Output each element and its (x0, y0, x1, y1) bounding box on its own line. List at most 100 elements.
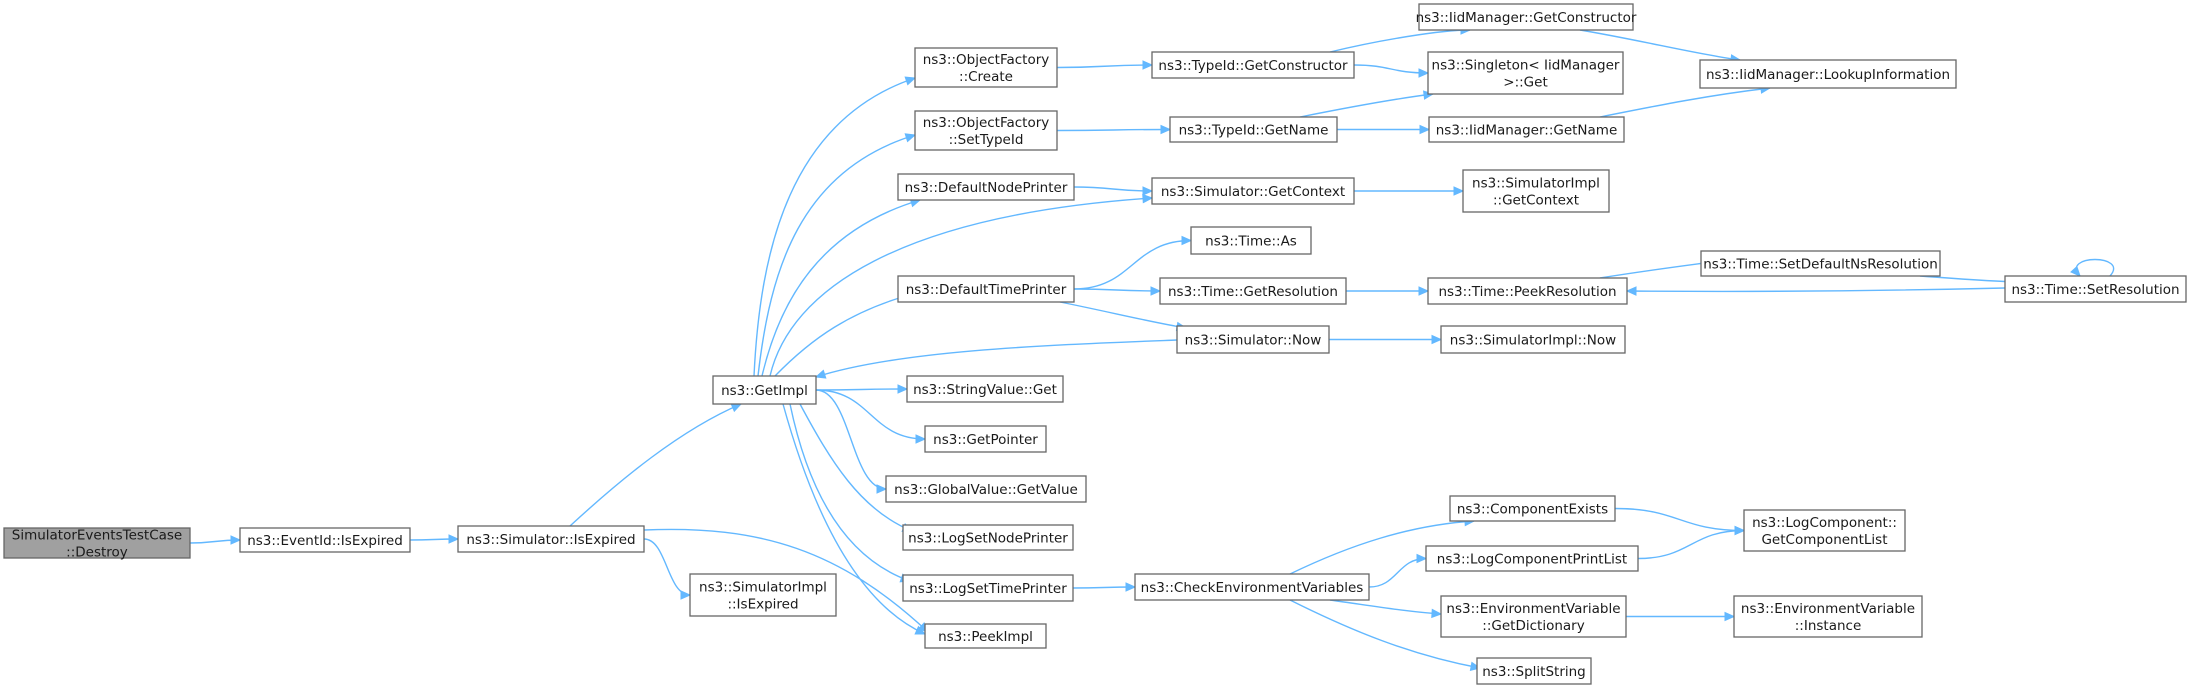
node-iid-getname[interactable]: ns3::IidManager::GetName (1428, 116, 1625, 143)
edge-arrowhead (1160, 124, 1172, 135)
edge-line (753, 77, 916, 377)
node-simimpl-getcontext[interactable]: ns3::SimulatorImpl::GetContext (1462, 169, 1610, 213)
node-typeid-getname[interactable]: ns3::TypeId::GetName (1169, 116, 1338, 143)
node-eventid-isexpired[interactable]: ns3::EventId::IsExpired (239, 527, 411, 553)
node-box (914, 110, 1058, 151)
node-logsetnodeprinter[interactable]: ns3::LogSetNodePrinter (902, 524, 1074, 551)
node-iid-getconstructor[interactable]: ns3::IidManager::GetConstructor (1416, 3, 1637, 31)
edge-line (569, 403, 742, 527)
edge-typeid_getname-to-singleton_get (1299, 90, 1435, 118)
node-label: ::SetTypeId (949, 132, 1024, 148)
node-sim-getcontext[interactable]: ns3::Simulator::GetContext (1151, 177, 1355, 205)
edge-arrowhead (914, 625, 927, 635)
node-box (1427, 51, 1624, 95)
node-label: ns3::GlobalValue::GetValue (894, 482, 1078, 498)
node-envvar-getdictionary[interactable]: ns3::EnvironmentVariable::GetDictionary (1440, 595, 1627, 638)
node-box (897, 173, 1075, 201)
node-time-setdefaultnsresolution[interactable]: ns3::Time::SetDefaultNsResolution (1700, 250, 1941, 277)
node-box (1151, 177, 1355, 205)
edge-arrowhead (1181, 235, 1193, 246)
node-box (1699, 59, 1957, 89)
node-splitstring[interactable]: ns3::SplitString (1476, 657, 1592, 685)
edge-line (1059, 301, 1187, 329)
node-label: ns3::TypeId::GetConstructor (1158, 58, 1348, 74)
node-box (1449, 495, 1616, 522)
node-iid-lookupinformation[interactable]: ns3::IidManager::LookupInformation (1699, 59, 1957, 89)
node-of-settypeid[interactable]: ns3::ObjectFactory::SetTypeId (914, 110, 1058, 151)
edge-sim_now-to-getimpl (814, 339, 1178, 379)
edge-getimpl-to-sim_getcontext (769, 193, 1154, 377)
edge-deftimeprinter-to-time_as (1073, 235, 1193, 290)
node-of-create[interactable]: ns3::ObjectFactory::Create (914, 47, 1058, 88)
edge-sim_getcontext-to-simimpl_getcontext (1354, 186, 1465, 196)
node-box (885, 475, 1087, 503)
node-getimpl[interactable]: ns3::GetImpl (712, 375, 817, 405)
node-logcomponent-getcomponentlist[interactable]: ns3::LogComponent::GetComponentList (1743, 509, 1906, 552)
node-label: ns3::LogSetNodePrinter (908, 531, 1068, 547)
node-globalvalue-getvalue[interactable]: ns3::GlobalValue::GetValue (885, 475, 1087, 503)
node-label: ns3::LogComponent:: (1752, 515, 1897, 531)
node-checkenv[interactable]: ns3::CheckEnvironmentVariables (1134, 573, 1370, 601)
node-box (457, 525, 645, 553)
edge-eventid_isexpired-to-sim_isexpired (409, 534, 460, 544)
node-label: ns3::GetImpl (721, 383, 808, 399)
node-box (1428, 116, 1625, 143)
node-defnodeprinter[interactable]: ns3::DefaultNodePrinter (897, 173, 1075, 201)
node-typeid-getconstructor[interactable]: ns3::TypeId::GetConstructor (1151, 51, 1355, 79)
edge-line (1073, 239, 1192, 290)
node-peekimpl[interactable]: ns3::PeekImpl (924, 623, 1047, 649)
edge-line (1056, 64, 1153, 69)
node-deftimeprinter[interactable]: ns3::DefaultTimePrinter (897, 275, 1075, 303)
node-simimpl-now[interactable]: ns3::SimulatorImpl::Now (1440, 325, 1626, 354)
node-label: SimulatorEventsTestCase (12, 528, 182, 544)
node-label: GetComponentList (1761, 532, 1887, 548)
edge-deftimeprinter-to-time_getresolution (1073, 286, 1162, 296)
node-destroy[interactable]: SimulatorEventsTestCase::Destroy (3, 527, 191, 561)
node-time-as[interactable]: ns3::Time::As (1190, 226, 1312, 255)
node-label: ::Destroy (66, 545, 128, 561)
edge-logcomponentprintlist-to-logcomponent_getcomponentlist (1637, 525, 1746, 560)
edge-arrowhead (1734, 525, 1746, 536)
node-time-setresolution[interactable]: ns3::Time::SetResolution (2004, 275, 2187, 303)
node-logsettimeprinter[interactable]: ns3::LogSetTimePrinter (902, 574, 1074, 602)
node-sim-isexpired[interactable]: ns3::Simulator::IsExpired (457, 525, 645, 553)
node-label: ns3::EventId::IsExpired (247, 533, 403, 549)
node-box (689, 573, 837, 617)
node-label: ns3::LogComponentPrintList (1437, 552, 1627, 568)
node-envvar-instance[interactable]: ns3::EnvironmentVariable::Instance (1733, 595, 1923, 638)
node-label: ns3::Simulator::IsExpired (466, 532, 635, 548)
node-box (1700, 250, 1941, 277)
node-stringvalue-get[interactable]: ns3::StringValue::Get (906, 375, 1064, 403)
node-box (1190, 226, 1312, 255)
node-label: ns3::Simulator::GetContext (1161, 184, 1345, 200)
edge-getimpl-to-getpointer (815, 389, 927, 444)
edge-line (774, 291, 921, 377)
edge-arrowhead (915, 434, 927, 444)
edge-arrowhead (1431, 608, 1443, 619)
edge-typeid_getconstructor-to-singleton_get (1353, 64, 1430, 78)
edge-line (1289, 520, 1475, 575)
node-label: ns3::ComponentExists (1457, 502, 1608, 518)
node-label: ns3::LogSetTimePrinter (909, 581, 1067, 597)
node-label: ::Create (959, 69, 1013, 85)
node-box (1159, 277, 1347, 305)
node-box (914, 47, 1058, 88)
node-box (1733, 595, 1923, 638)
node-box (1425, 545, 1639, 572)
edge-arrowhead (1431, 334, 1443, 345)
node-box (1440, 325, 1626, 354)
edge-line (1353, 64, 1429, 74)
node-sim-now[interactable]: ns3::Simulator::Now (1176, 325, 1330, 354)
node-componentexists[interactable]: ns3::ComponentExists (1449, 495, 1616, 522)
edge-arrowhead (1142, 186, 1154, 196)
node-simimpl-isexpired[interactable]: ns3::SimulatorImpl::IsExpired (689, 573, 837, 617)
node-time-peekresolution[interactable]: ns3::Time::PeekResolution (1427, 277, 1628, 305)
edge-arrowhead (1418, 286, 1430, 296)
node-getpointer[interactable]: ns3::GetPointer (924, 425, 1047, 453)
node-time-getresolution[interactable]: ns3::Time::GetResolution (1159, 277, 1347, 305)
node-logcomponentprintlist[interactable]: ns3::LogComponentPrintList (1425, 545, 1639, 572)
node-box (1440, 595, 1627, 638)
node-singleton-get[interactable]: ns3::Singleton< IidManager>::Get (1427, 51, 1624, 95)
edge-arrowhead (1150, 286, 1162, 296)
